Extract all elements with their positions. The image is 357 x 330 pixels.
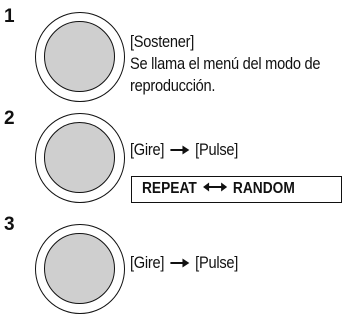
- repeat-label: REPEAT: [142, 180, 197, 198]
- step-1-line-1: [Sostener]: [130, 32, 195, 51]
- step-2-action: [Gire] [Pulse]: [130, 139, 238, 162]
- control-dial-inner: [44, 122, 115, 193]
- step-3-action: [Gire] [Pulse]: [130, 252, 238, 275]
- press-label: [Pulse]: [195, 140, 239, 159]
- arrow-right-icon: [169, 253, 190, 275]
- step-1-instruction: [Sostener] Se llama el menú del modo de …: [130, 31, 321, 97]
- repeat-random-box: REPEAT RANDOM: [131, 176, 342, 203]
- step-1-number: 1: [4, 6, 15, 27]
- step-1-line-2: Se llama el menú del modo de: [130, 54, 321, 73]
- control-dial-icon: [35, 113, 125, 203]
- step-3-number: 3: [4, 214, 15, 235]
- control-dial-icon: [35, 224, 125, 314]
- arrow-right-icon: [169, 140, 190, 162]
- press-label: [Pulse]: [195, 253, 239, 272]
- arrow-left-right-icon: [202, 177, 228, 201]
- random-label: RANDOM: [232, 180, 295, 198]
- turn-label: [Gire]: [130, 253, 165, 272]
- control-dial-icon: [35, 12, 125, 102]
- step-1-line-3: reproducción.: [130, 76, 216, 95]
- control-dial-inner: [44, 21, 115, 92]
- turn-label: [Gire]: [130, 140, 165, 159]
- step-2-number: 2: [4, 108, 15, 129]
- control-dial-inner: [44, 233, 115, 304]
